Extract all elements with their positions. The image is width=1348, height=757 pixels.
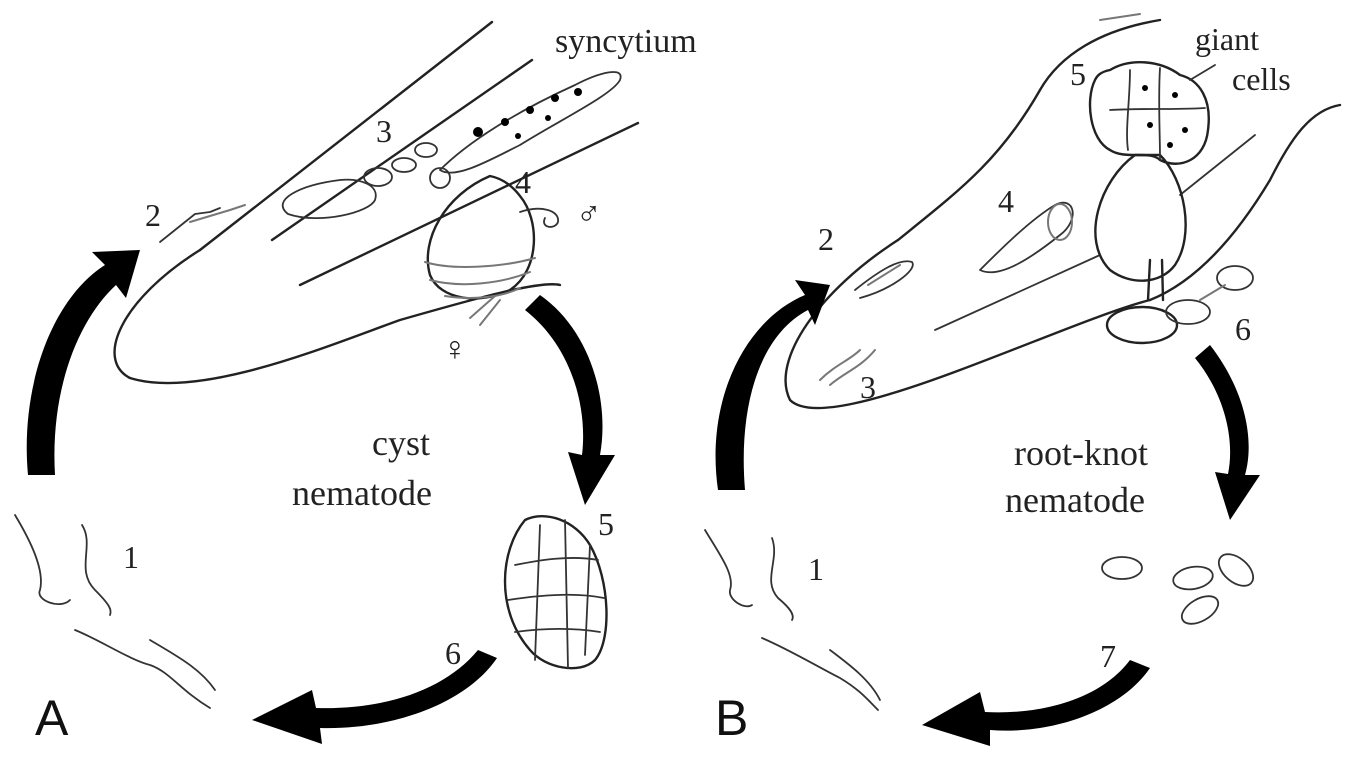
- stage-b-5: 5: [1070, 56, 1086, 92]
- root-outline-b: [786, 240, 1150, 408]
- juvenile-free-b2: [771, 538, 793, 620]
- syncytium-nucleus-5: [574, 88, 582, 96]
- cycle-arrow-a-4to5: [525, 295, 615, 505]
- syncytium-nucleus-1: [473, 127, 483, 137]
- syncytium-nucleus-4: [551, 94, 559, 102]
- juvenile-free-a3: [75, 630, 210, 708]
- giant-cell-label-pointer: [1190, 65, 1215, 80]
- female-symbol-a: ♀: [442, 331, 468, 368]
- cyst-a: [505, 516, 606, 668]
- panel-b-title-line1: root-knot: [1014, 433, 1148, 473]
- stage-b-4: 4: [998, 183, 1014, 219]
- syncytium-nucleus-6: [545, 115, 551, 121]
- giant-cells-b: [1090, 62, 1209, 164]
- stage-b-3: 3: [860, 369, 876, 405]
- root-tip-mark-b: [1100, 14, 1140, 20]
- syncytium-nucleus-3: [526, 106, 534, 114]
- juvenile-free-b1: [705, 530, 752, 606]
- panel-b-title-line2: nematode: [1005, 480, 1145, 520]
- giant-cell-nucleus-3: [1147, 122, 1153, 128]
- giant-cells-label-line2: cells: [1232, 61, 1291, 97]
- juvenile-entering-a: [160, 208, 220, 242]
- cycle-arrow-b-6to7: [1195, 345, 1260, 520]
- male-symbol-a: ♂: [576, 196, 602, 233]
- panel-b-letter: B: [715, 690, 748, 746]
- giant-cell-nucleus-2: [1172, 92, 1178, 98]
- juvenile-free-a2: [82, 525, 111, 615]
- egg-b3: [1213, 548, 1259, 592]
- syncytium-a: [440, 72, 621, 173]
- panel-a-letter: A: [35, 690, 69, 746]
- stage-a-6: 6: [445, 635, 461, 671]
- panel-a-title-line2: nematode: [292, 473, 432, 513]
- panel-b: [705, 14, 1340, 746]
- stage-b-2: 2: [818, 221, 834, 257]
- giant-cell-nucleus-5: [1167, 142, 1173, 148]
- root-inner-line-b1: [935, 255, 1100, 330]
- juvenile-free-a1: [15, 515, 70, 604]
- syncytium-cell-a2: [392, 158, 416, 172]
- giant-cell-nucleus-1: [1142, 85, 1148, 91]
- syncytium-nucleus-2: [501, 118, 509, 126]
- stage-a-3: 3: [376, 113, 392, 149]
- giant-cells-divisions-b: [1110, 68, 1205, 160]
- female-coils-a: [425, 258, 535, 298]
- juvenile-free-a4: [150, 640, 215, 690]
- egg-sac-link-b: [1200, 285, 1225, 300]
- stage-a-4: 4: [515, 164, 531, 200]
- cycle-arrow-a-1to2: [27, 250, 140, 475]
- syncytium-cell-a1: [364, 168, 392, 186]
- egg-b1: [1102, 557, 1142, 579]
- stage-a-5: 5: [598, 506, 614, 542]
- stage-b-7: 7: [1100, 638, 1116, 674]
- syncytium-cell-a3: [415, 143, 437, 157]
- syncytium-label: syncytium: [555, 23, 697, 60]
- juvenile-stage3-a: [283, 180, 376, 218]
- egg-b2: [1171, 564, 1214, 593]
- stage-b-1: 1: [808, 551, 824, 587]
- root-upper-edge-a: [200, 22, 492, 250]
- juvenile-entering-b: [855, 261, 913, 298]
- syncytium-nucleus-7: [515, 133, 521, 139]
- giant-cells-label-line1: giant: [1195, 21, 1259, 57]
- egg-sac-b2: [1166, 300, 1210, 324]
- root-outline-a: [115, 250, 560, 383]
- giant-cell-nucleus-4: [1182, 127, 1188, 133]
- cycle-arrow-b-1to2: [716, 280, 830, 490]
- stage-b-6: 6: [1235, 311, 1251, 347]
- root-right-edge-b: [1150, 105, 1340, 300]
- stage-a-1: 1: [123, 539, 139, 575]
- juvenile-stage4-b: [980, 203, 1073, 273]
- panel-a-title-line1: cyst: [372, 423, 430, 463]
- root-mid-edge-a: [272, 60, 532, 240]
- root-inner-line-b2: [1180, 135, 1255, 195]
- egg-b4: [1177, 590, 1223, 629]
- male-worm-a: [520, 209, 558, 227]
- root-upper-edge-b: [898, 20, 1160, 240]
- female-body-b: [1095, 155, 1185, 281]
- panel-a: [15, 22, 638, 744]
- juvenile-free-b4: [830, 650, 880, 700]
- stage-a-2: 2: [145, 197, 161, 233]
